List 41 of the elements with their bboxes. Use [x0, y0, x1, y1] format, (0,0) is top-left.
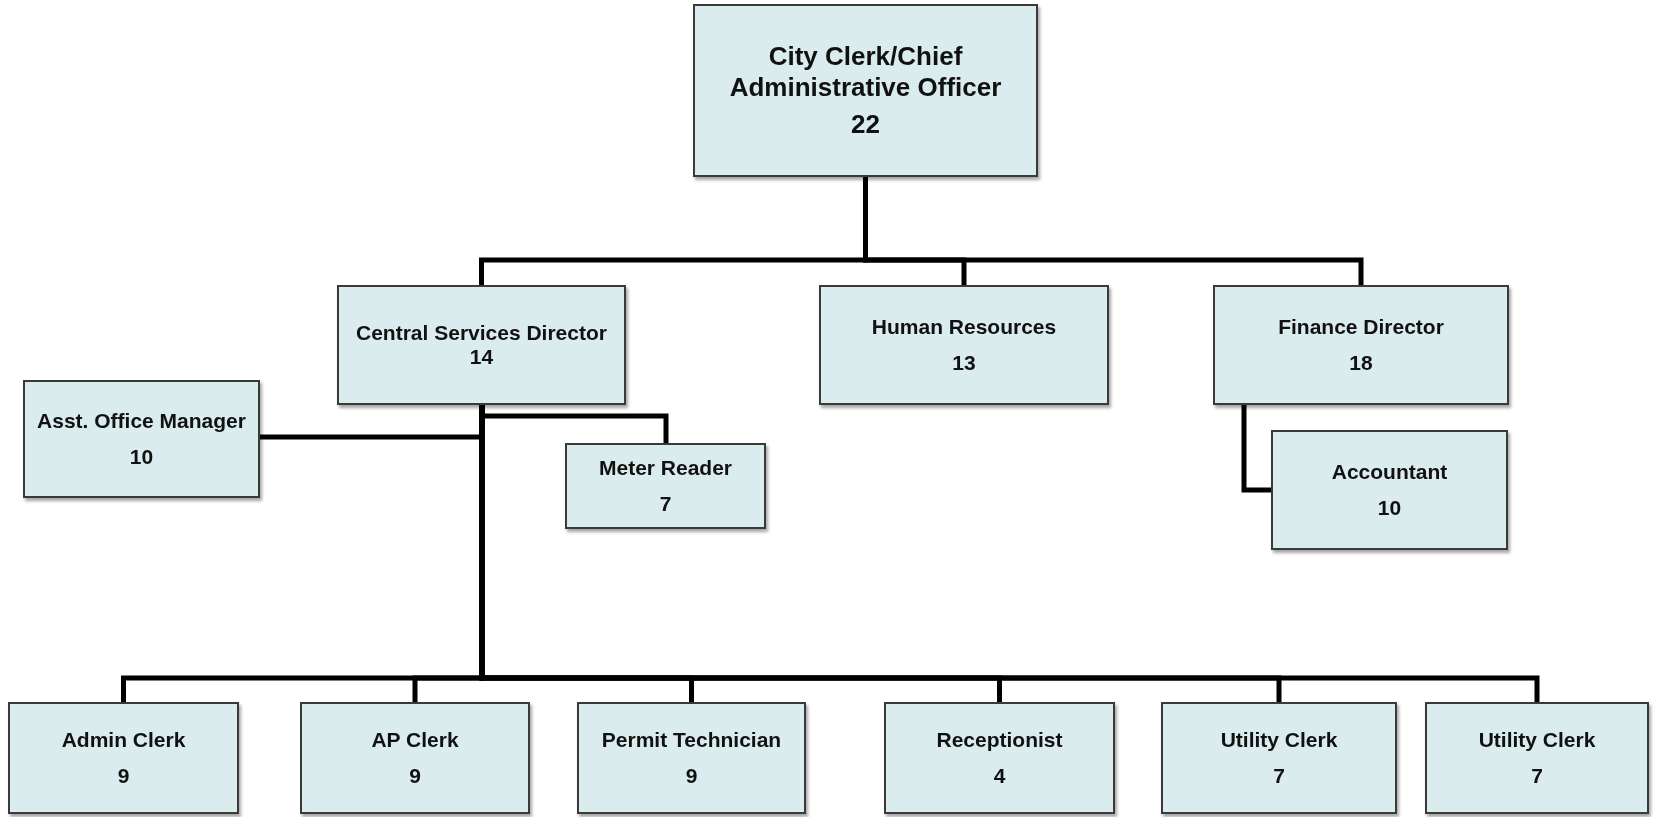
position-number: 4 — [993, 764, 1006, 788]
position-box — [337, 285, 626, 405]
position-number: 7 — [659, 492, 672, 516]
position-title: Central Services Director — [356, 321, 607, 345]
position-box — [23, 380, 260, 498]
position-box — [884, 702, 1115, 814]
position-box — [1213, 285, 1509, 405]
position-box — [1271, 430, 1508, 550]
position-number: 9 — [409, 764, 421, 788]
position-number: 10 — [129, 445, 154, 469]
position-number: 10 — [1377, 496, 1402, 520]
position-title: Receptionist — [936, 728, 1063, 752]
position-title: Asst. Office Manager — [37, 409, 246, 433]
position-number: 7 — [1273, 764, 1285, 788]
position-title: Human Resources — [871, 315, 1057, 339]
position-number: 9 — [117, 764, 130, 788]
position-title: City Clerk/Chief Administrative Officer — [728, 41, 1003, 103]
position-title: Permit Technician — [601, 728, 782, 752]
position-number: 7 — [1531, 764, 1543, 788]
position-number: 18 — [1349, 351, 1373, 375]
position-box — [565, 443, 766, 529]
position-box — [693, 4, 1038, 177]
position-box — [8, 702, 239, 814]
position-title: Utility Clerk — [1478, 728, 1596, 752]
position-box — [300, 702, 530, 814]
position-box — [1425, 702, 1649, 814]
position-number: 14 — [469, 345, 494, 369]
connector-line — [1241, 405, 1271, 493]
position-box — [577, 702, 806, 814]
position-number: 9 — [685, 764, 698, 788]
position-number: 13 — [952, 351, 976, 375]
position-title: Utility Clerk — [1220, 728, 1338, 752]
position-title: Meter Reader — [598, 456, 733, 480]
position-title: AP Clerk — [371, 728, 459, 752]
position-title: Accountant — [1331, 460, 1448, 484]
position-number: 22 — [851, 109, 880, 140]
position-box — [819, 285, 1109, 405]
position-title: Admin Clerk — [61, 728, 186, 752]
position-title: Finance Director — [1278, 315, 1444, 339]
position-box — [1161, 702, 1397, 814]
connector-line — [863, 177, 1364, 285]
